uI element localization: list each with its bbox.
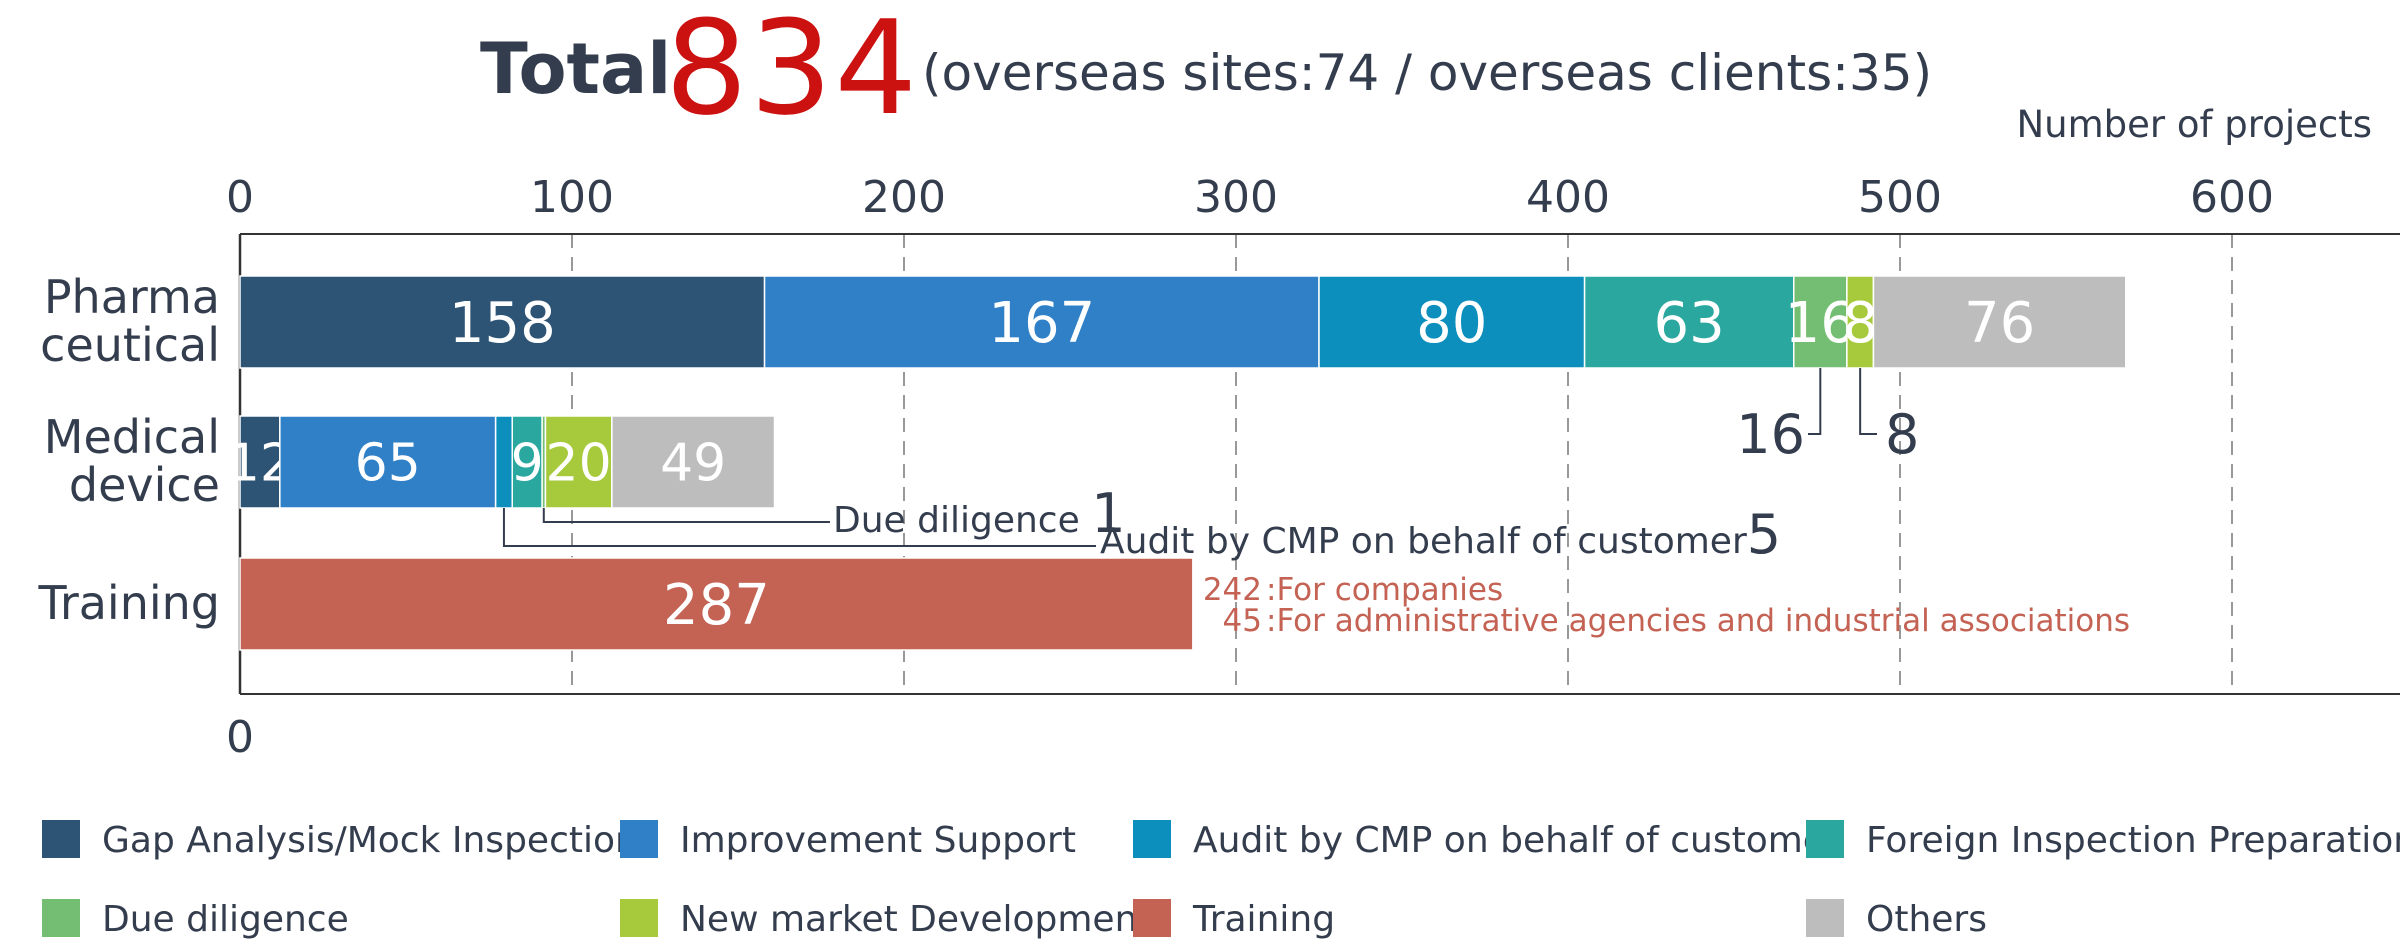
bar-foreign-inspection-preparation xyxy=(1583,275,1795,369)
bar-value-label: 16 xyxy=(1785,291,1856,356)
legend-swatch xyxy=(1806,899,1844,937)
legend-swatch xyxy=(42,899,80,937)
legend-swatch xyxy=(1133,899,1171,937)
callout-value: 8 xyxy=(1885,403,1919,466)
x-tick-label: 0 xyxy=(226,172,254,223)
bar-new-market-development xyxy=(544,415,613,509)
training-breakdown-value: 45 xyxy=(1223,603,1262,639)
legend-label: Others xyxy=(1866,899,1987,940)
legend-label: Training xyxy=(1192,899,1335,940)
bottom-tick-label: 0 xyxy=(226,712,254,763)
bar-audit-by-cmp-on-behalf-of-customer xyxy=(1318,275,1586,369)
unit-label: Number of projects xyxy=(2016,103,2372,146)
callout-line xyxy=(542,508,830,523)
total-value: 834 xyxy=(665,0,920,144)
bar-value-label: 80 xyxy=(1416,291,1487,356)
legend-swatch xyxy=(620,820,658,858)
bar-others xyxy=(611,415,776,509)
x-tick-label: 300 xyxy=(1194,172,1278,223)
x-tick-label: 100 xyxy=(530,172,614,223)
bar-value-label: 9 xyxy=(511,434,544,494)
bar-foreign-inspection-preparation xyxy=(511,415,543,509)
bar-value-label: 76 xyxy=(1964,291,2035,356)
chart-header: Total 834 (overseas sites:74 / overseas … xyxy=(0,0,2400,144)
legend-swatch xyxy=(620,899,658,937)
training-breakdown-label: :For administrative agencies and industr… xyxy=(1266,603,2130,639)
bar-gap-analysis-mock-inspection xyxy=(239,415,281,509)
callout-line xyxy=(1808,368,1822,435)
legend-label: Foreign Inspection Preparation xyxy=(1866,820,2400,861)
bar-improvement-support xyxy=(279,415,497,509)
bar-value-label: 49 xyxy=(660,434,726,494)
training-breakdown-label: :For companies xyxy=(1266,572,1503,608)
callout-label: Audit by CMP on behalf of customer5 xyxy=(1100,503,1781,566)
bar-improvement-support xyxy=(763,275,1320,369)
callout-value: 16 xyxy=(1736,403,1805,466)
legend-label: Audit by CMP on behalf of customer xyxy=(1193,820,1840,861)
bar-value-label: 65 xyxy=(355,434,421,494)
legend-swatch xyxy=(1806,820,1844,858)
bar-training xyxy=(239,557,1194,651)
bar-new-market-development xyxy=(1846,275,1875,369)
x-tick-label: 600 xyxy=(2190,172,2274,223)
bar-value-label: 158 xyxy=(449,291,556,356)
total-subtitle: (overseas sites:74 / overseas clients:35… xyxy=(922,44,1933,102)
legend-swatch xyxy=(1133,820,1171,858)
category-label: Training xyxy=(37,576,220,630)
total-label: Total xyxy=(480,28,672,110)
bar-value-label: 8 xyxy=(1842,291,1878,356)
callout-label: Due diligence 1 xyxy=(833,482,1126,545)
x-tick-label: 400 xyxy=(1526,172,1610,223)
bar-value-label: 63 xyxy=(1654,291,1725,356)
bar-value-label: 167 xyxy=(988,291,1095,356)
callout-line xyxy=(1859,368,1877,435)
legend-label: Gap Analysis/Mock Inspection xyxy=(102,820,638,861)
legend-label: New market Development xyxy=(680,899,1152,940)
training-breakdown-value: 242 xyxy=(1203,572,1262,608)
x-tick-label: 200 xyxy=(862,172,946,223)
legend-label: Due diligence xyxy=(102,899,349,940)
bar-value-label: 20 xyxy=(546,434,612,494)
bar-others xyxy=(1872,275,2127,369)
x-tick-label: 500 xyxy=(1858,172,1942,223)
legend-swatch xyxy=(42,820,80,858)
bar-gap-analysis-mock-inspection xyxy=(239,275,766,369)
bar-due-diligence xyxy=(1793,275,1848,369)
callout-line xyxy=(502,508,1096,547)
legend-label: Improvement Support xyxy=(680,820,1076,861)
bar-value-label: 287 xyxy=(663,573,770,638)
